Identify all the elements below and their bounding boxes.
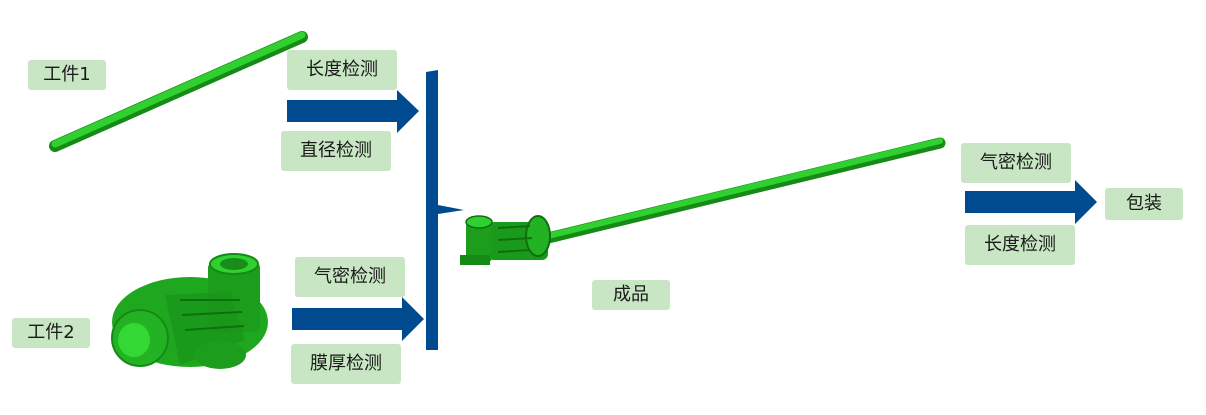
- arrow-lower: [292, 297, 424, 341]
- workpiece2-label: 工件2: [12, 318, 90, 348]
- finished-product-label: 成品: [592, 280, 670, 310]
- workpiece2-connector: [111, 253, 268, 369]
- diameter-check-label: 直径检测: [281, 131, 391, 171]
- workpiece1-tube: [49, 31, 308, 152]
- film-thickness-check-label: 膜厚检测: [291, 344, 401, 384]
- length-check-label-2: 长度检测: [965, 225, 1075, 265]
- length-check-label-1: 长度检测: [287, 50, 397, 90]
- workpiece1-label: 工件1: [28, 60, 106, 90]
- arrow-to-packaging: [965, 180, 1097, 224]
- packaging-label: 包装: [1105, 188, 1183, 220]
- airtight-check-label-1: 气密检测: [295, 257, 405, 297]
- airtight-check-label-2: 气密检测: [961, 143, 1071, 183]
- merge-bracket: [426, 70, 464, 350]
- arrow-upper: [287, 90, 419, 133]
- finished-product-assembly: [460, 137, 946, 265]
